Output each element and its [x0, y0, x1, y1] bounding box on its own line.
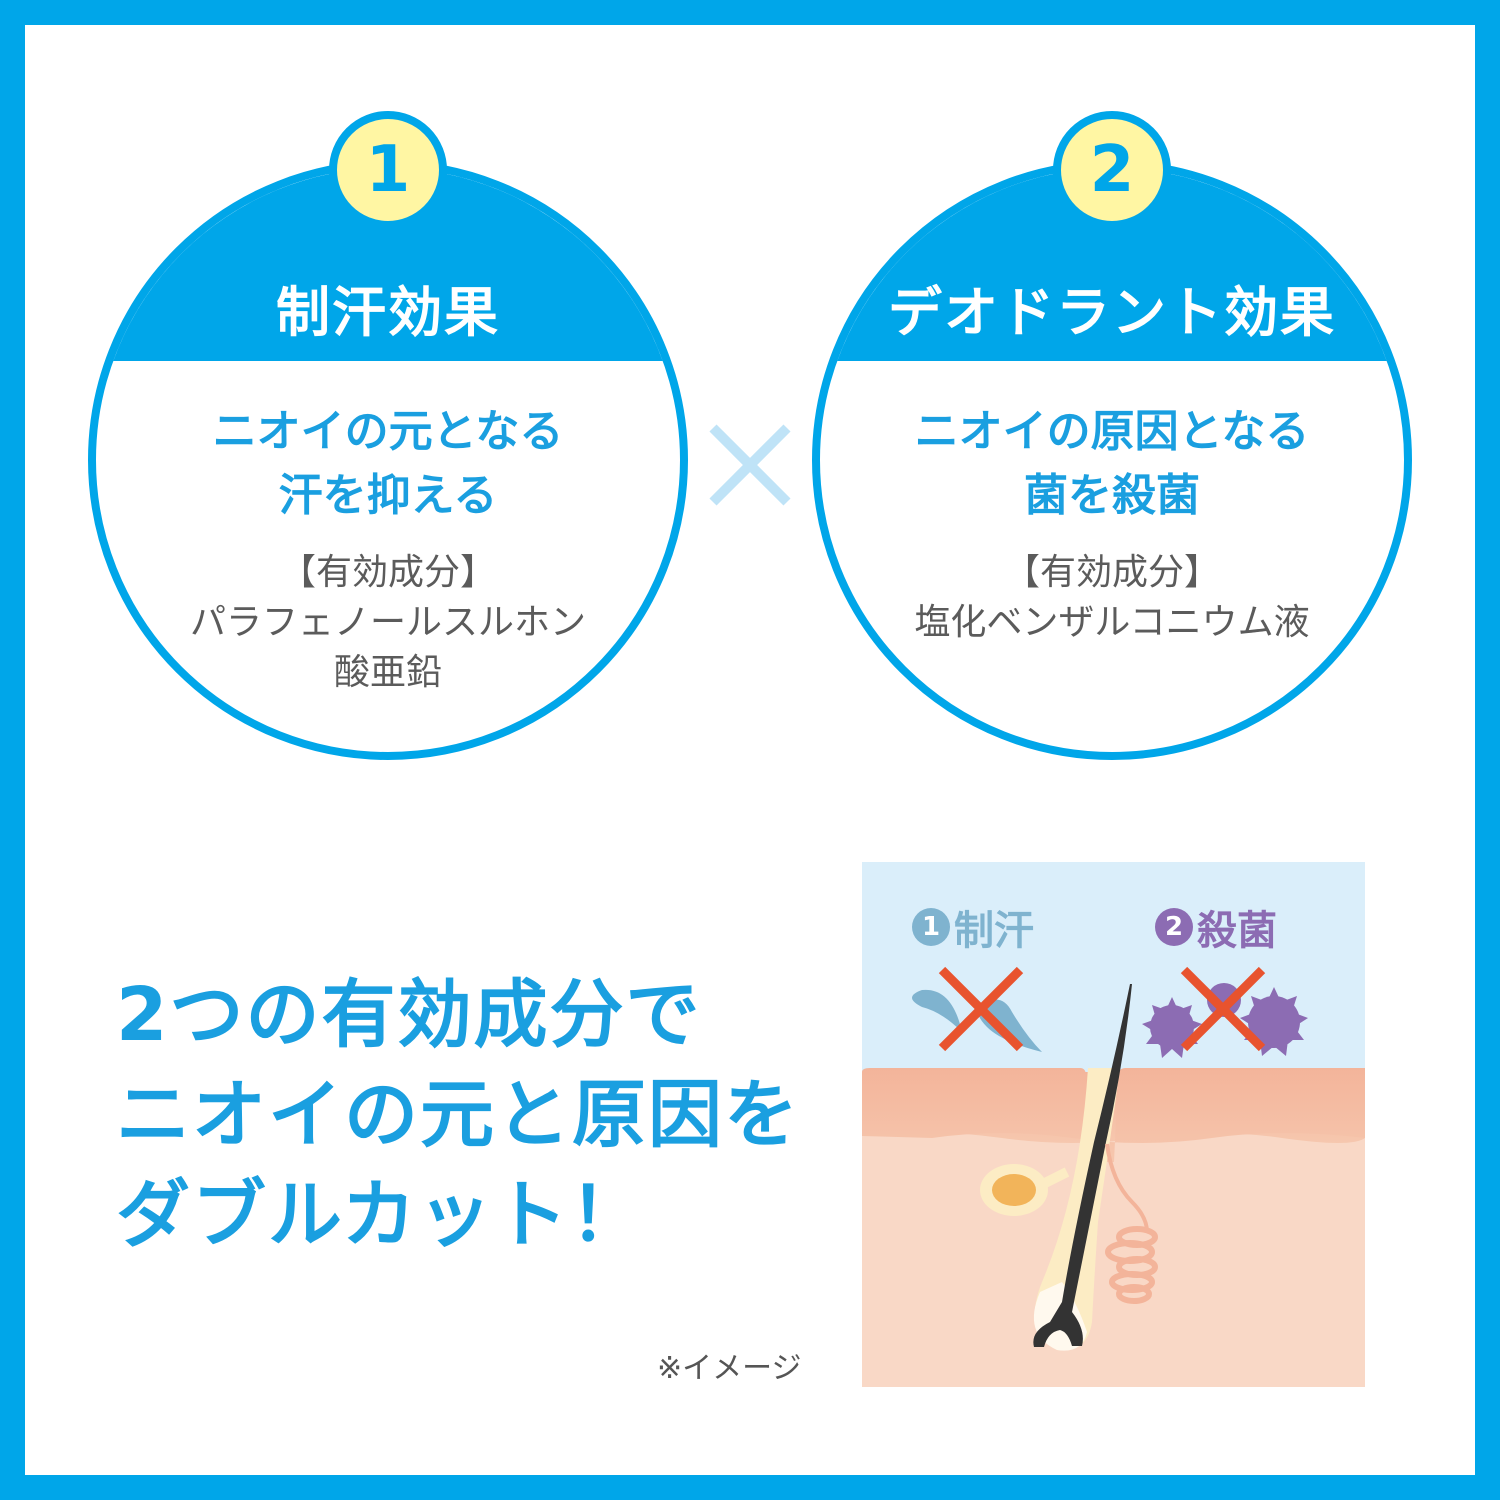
headline-line: ニオイの元と原因を	[116, 1072, 800, 1158]
ingredient-line: パラフェノールスルホン	[189, 602, 586, 643]
effect-title: 制汗効果	[276, 281, 500, 344]
effect-circle-deodorant: デオドラント効果 ニオイの原因となる 菌を殺菌 【有効成分】 塩化ベンザルコニウ…	[812, 160, 1412, 760]
lead-line: 菌を殺菌	[1024, 470, 1200, 521]
number-badge-2: 2	[1053, 111, 1171, 229]
headline-line: ダブルカット！	[116, 1172, 646, 1258]
cross-mark-icon	[938, 966, 1266, 1052]
illustration-label-sterilize: 2 殺菌	[1155, 898, 1277, 956]
effect-lead: ニオイの元となる 汗を抑える	[96, 400, 680, 528]
sweat-drop-icon	[912, 989, 1042, 1052]
ingredient-block: 【有効成分】 塩化ベンザルコニウム液	[820, 548, 1404, 648]
effect-circle-antiperspirant: 制汗効果 ニオイの元となる 汗を抑える 【有効成分】 パラフェノールスルホン 酸…	[88, 160, 688, 760]
lead-line: 汗を抑える	[278, 470, 498, 521]
label-number: 2	[1155, 908, 1193, 946]
lead-line: ニオイの原因となる	[914, 406, 1310, 457]
skin-cross-section-illustration	[862, 862, 1365, 1387]
label-text: 制汗	[954, 908, 1034, 954]
ingredient-label: 【有効成分】	[279, 552, 496, 593]
ingredient-line: 酸亜鉛	[333, 652, 442, 693]
times-icon	[709, 424, 791, 506]
number-badge-1: 1	[329, 111, 447, 229]
lead-line: ニオイの元となる	[212, 406, 564, 457]
illustration-label-antiperspirant: 1 制汗	[912, 898, 1034, 956]
ingredient-line: 塩化ベンザルコニウム液	[914, 602, 1310, 643]
headline: 2つの有効成分で ニオイの元と原因を ダブルカット！	[116, 965, 800, 1265]
label-number: 1	[912, 908, 950, 946]
effect-title: デオドラント効果	[888, 281, 1336, 344]
label-text: 殺菌	[1197, 908, 1277, 954]
headline-line: 2つの有効成分で	[116, 972, 702, 1058]
ingredient-block: 【有効成分】 パラフェノールスルホン 酸亜鉛	[96, 548, 680, 698]
ingredient-label: 【有効成分】	[1003, 552, 1220, 593]
effect-lead: ニオイの原因となる 菌を殺菌	[820, 400, 1404, 528]
image-note: ※イメージ	[657, 1351, 802, 1386]
